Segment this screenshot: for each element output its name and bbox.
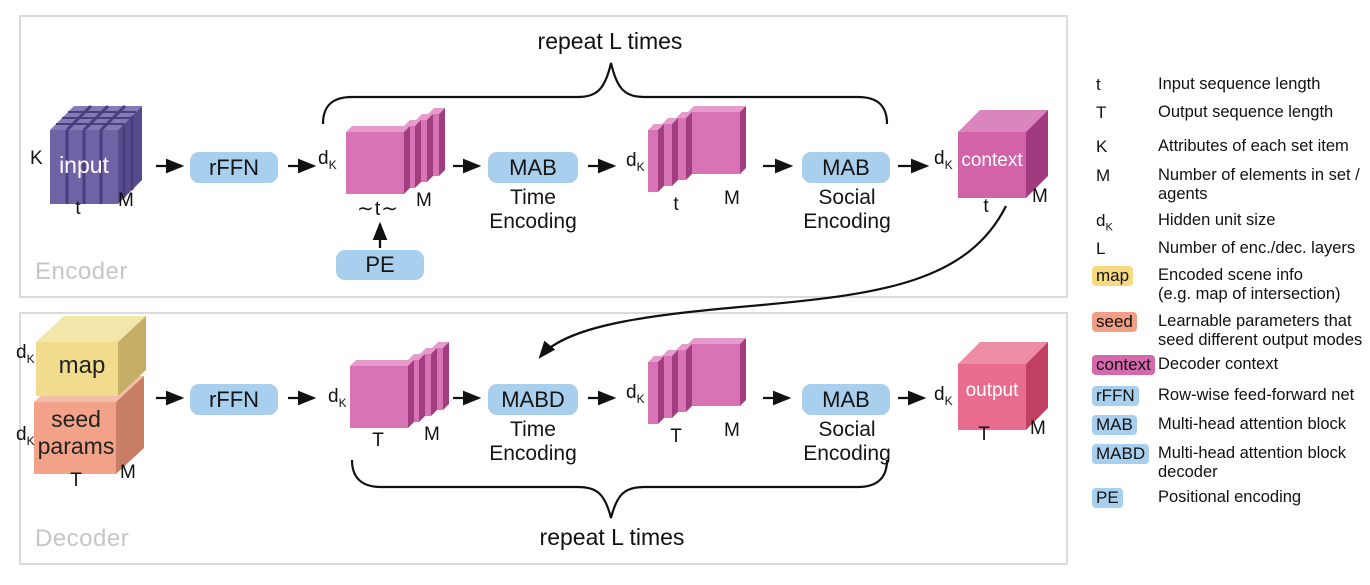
decoder-rffn-block: rFFN	[190, 384, 278, 415]
context-cube-label: context	[961, 150, 1023, 171]
pe-block: PE	[336, 250, 424, 280]
map-cube	[36, 316, 146, 396]
legend-desc: Number of enc./dec. layers	[1158, 239, 1356, 257]
output-dim-dk: dK	[934, 384, 953, 408]
legend-symbol: map	[1092, 266, 1158, 286]
context-dim-dk: dK	[934, 148, 953, 172]
context-dim-m: M	[1032, 186, 1048, 207]
input-cube-label: input	[59, 152, 109, 178]
legend-desc: Number of elements in set / agents	[1158, 166, 1360, 203]
encoder-mab-social-block: MAB	[802, 152, 890, 183]
encoder-mab-time-block: MAB	[488, 152, 578, 183]
legend-symbol: PE	[1092, 488, 1158, 508]
encoder-stack1-dim-m: M	[416, 190, 432, 211]
legend-desc: Hidden unit size	[1158, 211, 1276, 229]
legend-symbol: MAB	[1092, 415, 1158, 435]
legend-desc: Attributes of each set item	[1158, 137, 1349, 155]
legend-desc: Row-wise feed-forward net	[1158, 386, 1355, 404]
encoder-stack1-dim-wavy-t: ∼t∼	[356, 198, 400, 220]
input-cube	[50, 104, 142, 204]
decoder-repeat-label: repeat L times	[539, 524, 685, 550]
decoder-stack2-dim-dk: dK	[626, 382, 645, 406]
map-cube-label: map	[58, 352, 106, 379]
seed-dim-t-cap: T	[70, 470, 82, 491]
map-dim-dk: dK	[16, 342, 35, 366]
decoder-tensor-stack-1	[350, 342, 449, 428]
encoder-stack1-dim-dk: dK	[318, 148, 337, 172]
encoder-tensor-stack-1	[346, 108, 445, 194]
legend-desc: Learnable parameters that seed different…	[1158, 312, 1363, 349]
decoder-tensor-stack-2	[648, 338, 746, 424]
encoder-panel-label: Encoder	[35, 258, 128, 285]
legend-row: L Number of enc./dec. layers	[1096, 239, 1355, 259]
decoder-stack2-dim-t-cap: T	[670, 426, 682, 447]
legend-symbol: t	[1096, 75, 1101, 94]
legend-row: dK Hidden unit size	[1096, 211, 1275, 233]
legend-row: K Attributes of each set item	[1096, 137, 1349, 157]
legend-symbol: seed	[1092, 312, 1158, 332]
legend-desc: Encoded scene info (e.g. map of intersec…	[1158, 266, 1341, 303]
input-dim-t: t	[75, 198, 81, 219]
context-cube	[958, 110, 1048, 198]
encoder-rffn-block: rFFN	[190, 152, 278, 183]
legend-symbol: context	[1092, 355, 1158, 375]
legend-symbol: T	[1096, 103, 1107, 122]
decoder-stack1-dim-dk: dK	[328, 386, 347, 410]
legend-symbol: K	[1096, 137, 1108, 156]
output-cube-label: output	[965, 380, 1019, 401]
legend-desc: Multi-head attention block	[1158, 415, 1347, 433]
context-dim-t: t	[983, 196, 989, 217]
legend-symbol: dK	[1096, 211, 1113, 234]
decoder-panel-label: Decoder	[35, 525, 130, 552]
legend-row: T Output sequence length	[1096, 103, 1333, 123]
input-dim-m: M	[118, 190, 134, 211]
encoder-stack2-dim-dk: dK	[626, 150, 645, 174]
legend-symbol: M	[1096, 166, 1111, 185]
seed-dim-m: M	[120, 462, 136, 483]
input-dim-k: K	[30, 148, 43, 169]
legend-symbol: MABD	[1092, 444, 1158, 464]
encoder-tensor-stack-2	[648, 106, 746, 192]
legend-desc: Multi-head attention block decoder	[1158, 444, 1347, 481]
legend-desc: Positional encoding	[1158, 488, 1302, 506]
encoder-repeat-label: repeat L times	[537, 28, 683, 54]
legend-symbol: L	[1096, 239, 1106, 258]
decoder-stack1-dim-t-cap: T	[372, 430, 384, 451]
encoder-stack2-dim-t: t	[673, 194, 679, 215]
seed-cube-label: seed params	[37, 406, 115, 459]
output-dim-m: M	[1030, 418, 1046, 439]
legend-row: M Number of elements in set / agents	[1096, 166, 1360, 203]
legend-desc: Output sequence length	[1158, 103, 1334, 121]
mabd-block: MABD	[488, 384, 578, 415]
legend-desc: Input sequence length	[1158, 75, 1321, 93]
legend-row: t Input sequence length	[1096, 75, 1320, 95]
legend-symbol: rFFN	[1092, 386, 1158, 406]
decoder-mab-social-block: MAB	[802, 384, 890, 415]
decoder-stack1-dim-m: M	[424, 424, 440, 445]
decoder-stack2-dim-m: M	[724, 420, 740, 441]
seed-dim-dk: dK	[16, 424, 35, 448]
output-dim-t-cap: T	[978, 424, 990, 445]
legend-desc: Decoder context	[1158, 355, 1279, 373]
encoder-stack2-dim-m: M	[724, 188, 740, 209]
